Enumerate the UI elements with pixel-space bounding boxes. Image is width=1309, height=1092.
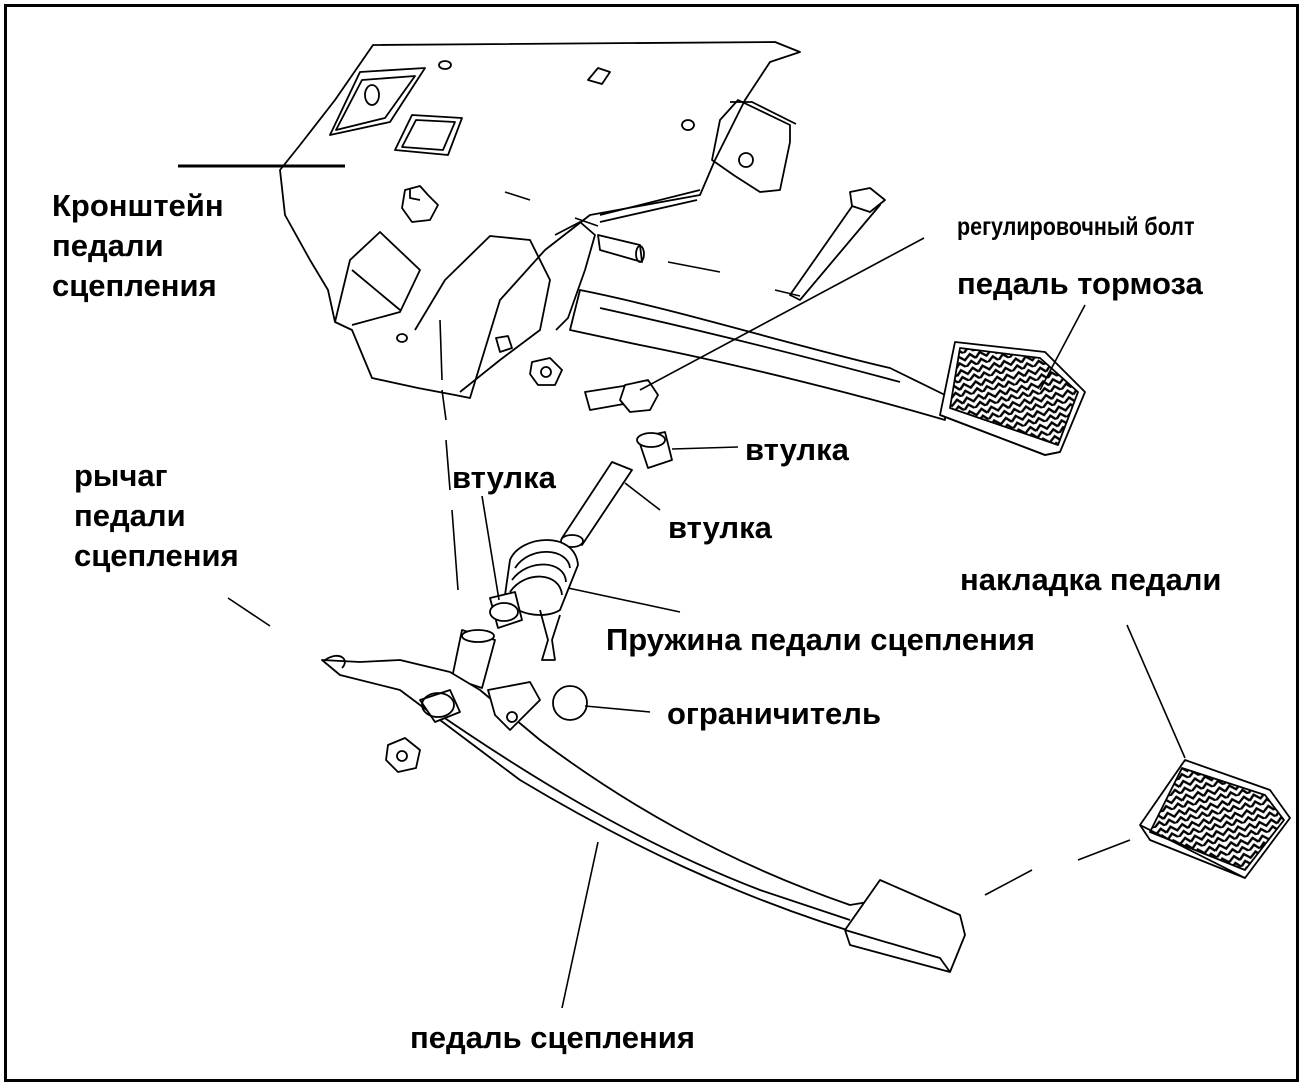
label-lever-line-3: сцепления xyxy=(74,538,239,573)
adjusting-bolt-drawing xyxy=(495,187,886,413)
leader-lines xyxy=(178,164,1186,1009)
label-clutch-pedal: педаль сцепления xyxy=(410,1020,695,1055)
label-pedal-pad: накладка педали xyxy=(960,562,1222,597)
label-adjusting-bolt: регулировочный болт xyxy=(957,213,1195,241)
clutch-bracket xyxy=(279,41,801,399)
label-bracket-line-1: Кронштейн xyxy=(52,188,224,223)
label-bushing-left: втулка xyxy=(452,460,556,495)
label-lever-line-1: рычаг xyxy=(74,458,168,493)
brake-pedal-drawing xyxy=(569,289,1086,456)
label-bushing-mid: втулка xyxy=(668,510,772,545)
label-spring: Пружина педали сцепления xyxy=(606,622,1035,657)
label-brake-pedal: педаль тормоза xyxy=(957,266,1203,301)
label-lever-line-2: педали xyxy=(74,498,186,533)
label-bracket-line-3: сцепления xyxy=(52,268,217,303)
pedal-pad-drawing xyxy=(1139,759,1291,879)
clutch-pedal-drawing xyxy=(321,655,966,973)
label-bracket-line-2: педали xyxy=(52,228,164,263)
label-bushing-top: втулка xyxy=(745,432,849,467)
label-stopper: ограничитель xyxy=(667,696,882,731)
bushings-and-spring-drawing xyxy=(451,431,673,689)
